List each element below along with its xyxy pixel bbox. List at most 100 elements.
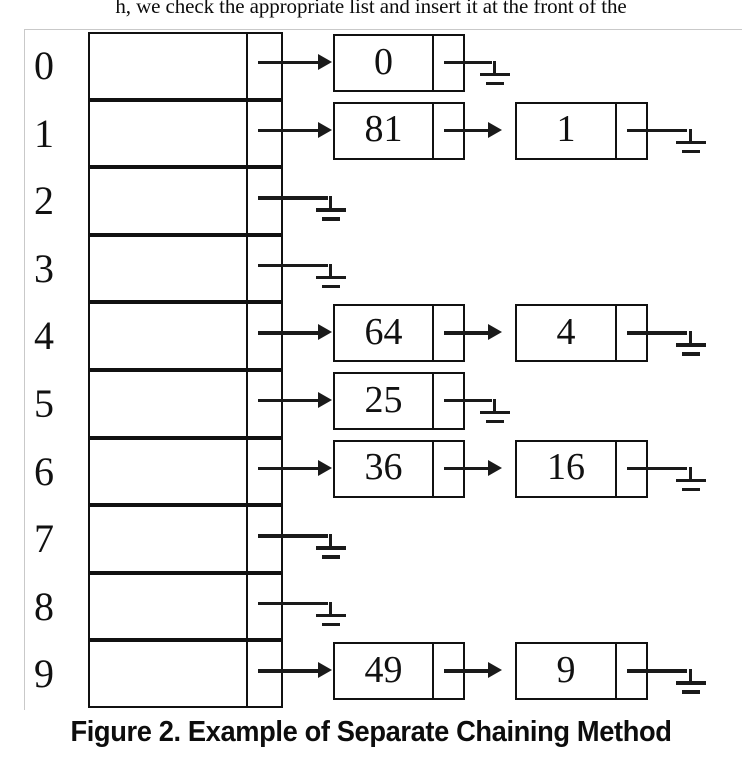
list-node-value: 36 <box>335 441 434 496</box>
ground-bar-narrow <box>322 555 340 559</box>
figure-top-border <box>24 29 742 30</box>
arrow-head-icon <box>488 662 502 679</box>
bucket-pointer-cell <box>248 234 283 303</box>
chain-link-line <box>280 263 328 268</box>
hash-table-buckets <box>88 32 283 708</box>
chain-link-line <box>444 466 488 470</box>
arrow-head-icon <box>318 324 332 341</box>
ground-bar-wide <box>316 208 346 212</box>
ground-stem <box>329 263 333 277</box>
ground-bar-wide <box>480 411 510 415</box>
ground-bar-narrow <box>682 690 700 694</box>
pointer-stub <box>258 534 280 538</box>
pointer-stub <box>258 128 280 132</box>
ground-stem <box>493 61 497 74</box>
bucket-pointer-cell <box>248 640 283 708</box>
chain-link-line <box>627 128 687 132</box>
bucket-pointer-cell <box>248 167 283 235</box>
bucket-index-label: 9 <box>34 651 54 697</box>
ground-bar-wide <box>316 613 346 618</box>
bucket-row <box>88 505 283 573</box>
ground-bar-wide <box>480 73 510 77</box>
bucket-index-label: 2 <box>34 178 54 224</box>
chain-link-line <box>280 128 320 132</box>
figure-left-border <box>24 29 25 710</box>
ground-bar-narrow <box>682 487 700 491</box>
bucket-pointer-cell <box>248 370 283 438</box>
pointer-stub <box>258 331 280 335</box>
bucket-chain: 0 <box>0 29 742 97</box>
bucket-index-label: 7 <box>34 516 54 562</box>
pointer-stub <box>258 196 280 200</box>
bucket-key-cell <box>88 302 248 370</box>
bucket-key-cell <box>88 32 248 100</box>
pointer-stub <box>258 399 280 403</box>
bucket-key-cell <box>88 167 248 235</box>
pointer-stub <box>258 466 280 470</box>
pointer-stub <box>258 61 280 65</box>
chain-link-line <box>280 534 328 538</box>
ground-bar-narrow <box>682 149 700 153</box>
ground-bar-narrow <box>486 420 504 424</box>
chain-link-line <box>280 669 320 673</box>
list-node-value: 25 <box>335 374 434 428</box>
bucket-row <box>88 302 283 370</box>
list-node: 1 <box>515 101 648 160</box>
bucket-chain: 25 <box>0 367 742 435</box>
arrow-head-icon <box>488 324 502 341</box>
bucket-key-cell <box>88 505 248 573</box>
ground-bar-narrow <box>322 217 340 221</box>
list-node: 25 <box>333 372 465 430</box>
list-node-value: 49 <box>335 644 434 699</box>
bucket-row <box>88 437 283 506</box>
bucket-index-label: 1 <box>34 110 54 156</box>
arrow-head-icon <box>318 662 332 679</box>
bucket-chain: 49 9 <box>0 637 742 705</box>
bucket-row <box>88 370 283 438</box>
bucket-key-cell <box>88 640 248 708</box>
ground-bar-narrow <box>322 284 340 289</box>
list-node: 0 <box>333 34 465 92</box>
chain-link-line <box>280 196 328 200</box>
bucket-chain <box>0 164 742 232</box>
list-node-value: 4 <box>517 306 617 361</box>
bucket-row <box>88 167 283 235</box>
chain-link-line <box>627 331 687 335</box>
chain-link-line <box>280 331 320 335</box>
bucket-key-cell <box>88 234 248 303</box>
list-node-value: 81 <box>335 103 434 158</box>
list-node-value: 9 <box>517 644 617 699</box>
ground-stem <box>329 196 333 210</box>
bucket-pointer-cell <box>248 437 283 506</box>
list-node-value: 64 <box>335 306 434 361</box>
ground-bar-narrow <box>682 352 700 356</box>
ground-bar-narrow <box>322 622 340 627</box>
bucket-chain <box>0 232 742 300</box>
figure-caption: Figure 2. Example of Separate Chaining M… <box>70 716 672 748</box>
bucket-pointer-cell <box>248 32 283 100</box>
bucket-pointer-cell <box>248 505 283 573</box>
bucket-pointer-cell <box>248 99 283 168</box>
pointer-stub <box>258 669 280 673</box>
bucket-index-label: 8 <box>34 583 54 629</box>
chain-link-line <box>627 466 687 470</box>
bucket-key-cell <box>88 99 248 168</box>
list-node: 49 <box>333 642 465 701</box>
bucket-pointer-cell <box>248 302 283 370</box>
bucket-key-cell <box>88 437 248 506</box>
arrow-head-icon <box>318 54 332 70</box>
list-node: 4 <box>515 304 648 363</box>
chain-link-line <box>444 669 488 673</box>
bucket-row <box>88 640 283 708</box>
chain-link-line <box>444 331 488 335</box>
bucket-row <box>88 32 283 100</box>
arrow-head-icon <box>318 121 332 138</box>
chain-link-line <box>280 466 320 470</box>
bucket-row <box>88 99 283 168</box>
list-node: 81 <box>333 101 465 160</box>
bucket-key-cell <box>88 370 248 438</box>
bucket-index-label: 0 <box>34 43 54 88</box>
